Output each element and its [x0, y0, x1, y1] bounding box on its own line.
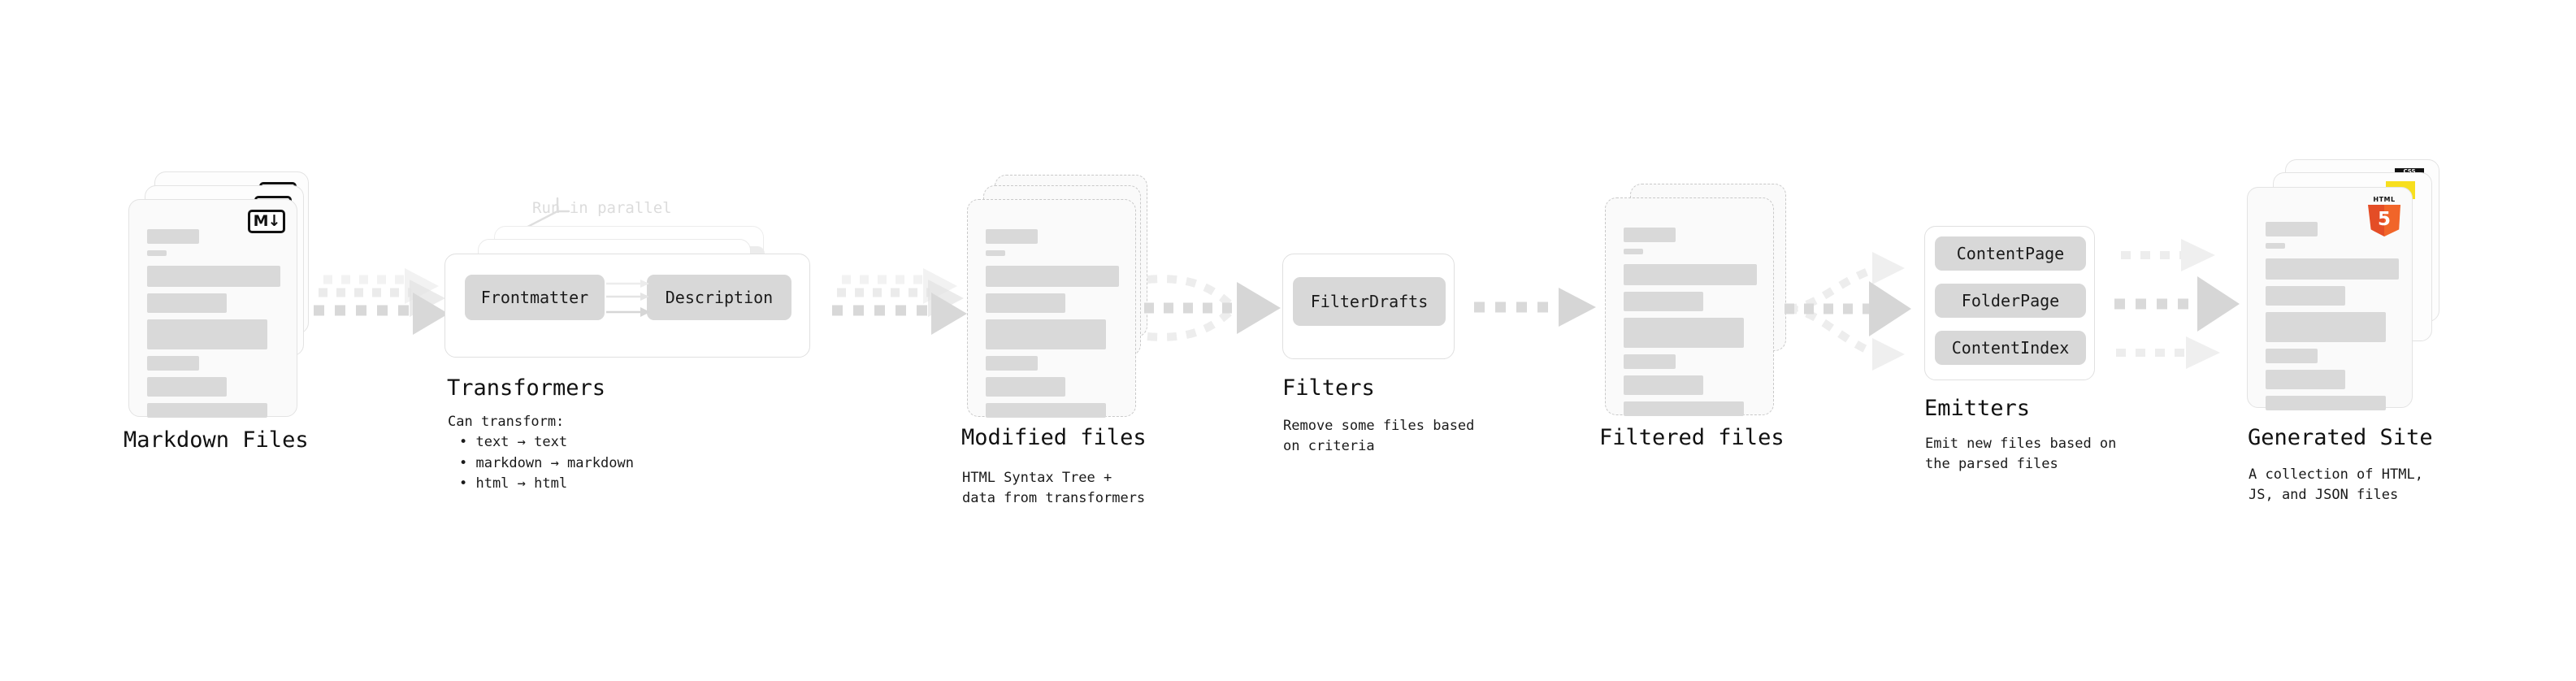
filtered-file-card-front — [1605, 197, 1774, 416]
file-content-bars — [147, 229, 280, 424]
arrow-filtered-to-emitters — [1781, 234, 1936, 388]
arrow-emitters-to-site — [2110, 229, 2264, 384]
transformers-bullet-1: • markdown → markdown — [459, 454, 634, 471]
markdown-file-card-front: M↓ — [128, 199, 297, 418]
run-in-parallel-label: Run in parallel — [532, 199, 672, 217]
emitter-pill-contentindex[interactable]: ContentIndex — [1935, 331, 2086, 365]
filter-pill-filterdrafts[interactable]: FilterDrafts — [1293, 277, 1446, 326]
stage-title-modified-files: Modified files — [961, 425, 1147, 450]
transformers-bullet-2: • html → html — [459, 475, 568, 492]
transformers-bullet-0: • text → text — [459, 434, 568, 450]
transformer-card-front: Frontmatter Description — [445, 254, 810, 358]
stage-subtitle-transformers: Can transform: — [448, 414, 565, 430]
arrow-modified-to-filters — [1136, 262, 1286, 367]
emitter-pill-contentpage[interactable]: ContentPage — [1935, 236, 2086, 271]
transformer-pill-description[interactable]: Description — [647, 275, 791, 320]
stage-subtitle-modified-files: HTML Syntax Tree + data from transformer… — [962, 470, 1146, 506]
stage-title-emitters: Emitters — [1924, 396, 2031, 421]
stage-title-generated-site: Generated Site — [2248, 425, 2433, 450]
arrow-filters-to-filtered — [1469, 283, 1607, 340]
transformer-inner-arrows — [606, 280, 650, 317]
modified-file-card-front — [967, 199, 1136, 418]
filters-card: FilterDrafts — [1282, 254, 1455, 359]
arrow-markdown-to-transformers — [309, 268, 449, 358]
transformers-bullet-list: • text → text • markdown → markdown • ht… — [459, 432, 634, 495]
arrow-transformers-to-modified — [827, 268, 967, 358]
emitters-card: ContentPage FolderPage ContentIndex — [1924, 226, 2095, 380]
html5-icon: HTML 5 — [2366, 196, 2402, 236]
stage-title-markdown-files: Markdown Files — [124, 427, 309, 453]
markdown-icon: M↓ — [248, 210, 285, 233]
stage-subtitle-generated-site: A collection of HTML, JS, and JSON files — [2249, 466, 2423, 503]
stage-subtitle-emitters: Emit new files based on the parsed files — [1925, 436, 2117, 472]
emitter-pill-folderpage[interactable]: FolderPage — [1935, 284, 2086, 318]
stage-title-filtered-files: Filtered files — [1599, 425, 1785, 450]
stage-title-transformers: Transformers — [447, 375, 606, 401]
stage-subtitle-filters: Remove some files based on criteria — [1283, 418, 1475, 454]
file-content-bars — [1624, 228, 1757, 423]
file-content-bars — [986, 229, 1119, 424]
file-content-bars — [2266, 222, 2399, 417]
site-file-card-html: HTML 5 — [2247, 187, 2413, 410]
transformer-pill-frontmatter[interactable]: Frontmatter — [465, 275, 605, 320]
stage-title-filters: Filters — [1282, 375, 1375, 401]
